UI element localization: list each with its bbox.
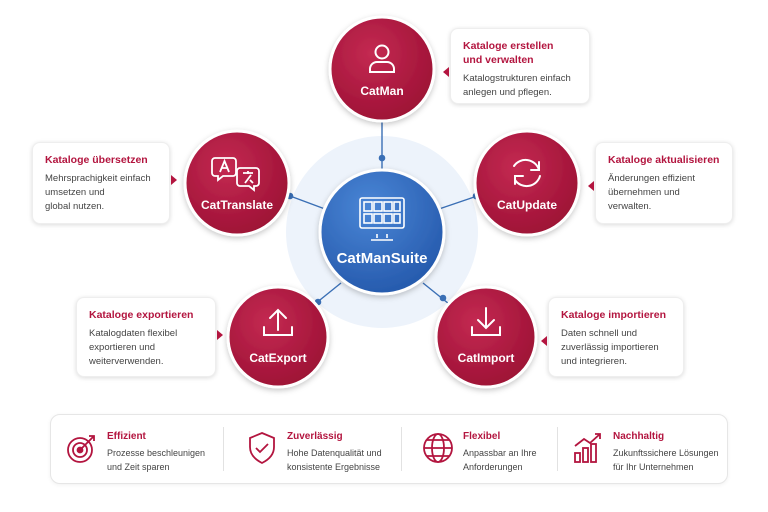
catman-label: CatMan bbox=[360, 84, 404, 98]
globe-icon bbox=[423, 433, 453, 463]
target-icon bbox=[67, 435, 95, 463]
catman-node[interactable] bbox=[328, 15, 436, 123]
import-icon bbox=[471, 307, 501, 336]
divider bbox=[557, 427, 558, 471]
catmansuite-center-node[interactable] bbox=[318, 168, 446, 296]
monitor-dashboard-icon bbox=[359, 197, 405, 241]
catimport-node[interactable] bbox=[434, 285, 538, 389]
catupdate-card-title: Kataloge aktualisieren bbox=[608, 154, 720, 166]
growth-chart-icon bbox=[574, 433, 601, 463]
cattranslate-label: CatTranslate bbox=[200, 198, 274, 212]
cattranslate-node[interactable] bbox=[183, 129, 291, 237]
shield-check-icon bbox=[249, 432, 275, 465]
refresh-icon bbox=[513, 158, 541, 188]
catexport-label: CatExport bbox=[249, 351, 307, 365]
export-icon bbox=[263, 308, 293, 336]
catexport-node[interactable] bbox=[226, 285, 330, 389]
catimport-card-title: Kataloge importieren bbox=[561, 309, 667, 321]
catupdate-node[interactable] bbox=[473, 129, 581, 237]
catupdate-label: CatUpdate bbox=[496, 198, 557, 212]
catexport-card-title: Kataloge exportieren bbox=[89, 309, 194, 321]
divider bbox=[401, 427, 402, 471]
benefit-title: Zuverlässig bbox=[287, 431, 343, 442]
benefit-title: Effizient bbox=[107, 431, 146, 442]
catupdate-card: Kataloge aktualisieren Änderungen effizi… bbox=[588, 142, 733, 224]
cattranslate-card-title: Kataloge übersetzen bbox=[45, 154, 148, 166]
catexport-card: Kataloge exportieren Katalogdaten flexib… bbox=[76, 297, 223, 377]
catimport-label: CatImport bbox=[457, 351, 515, 365]
divider bbox=[223, 427, 224, 471]
user-icon bbox=[369, 44, 395, 73]
translate-icon bbox=[211, 157, 260, 192]
benefit-title: Nachhaltig bbox=[613, 431, 665, 442]
catmansuite-label: CatManSuite bbox=[336, 250, 428, 267]
cattranslate-card: Kataloge übersetzen Mehrsprachigkeit ein… bbox=[32, 142, 177, 224]
benefit-title: Flexibel bbox=[463, 431, 501, 442]
